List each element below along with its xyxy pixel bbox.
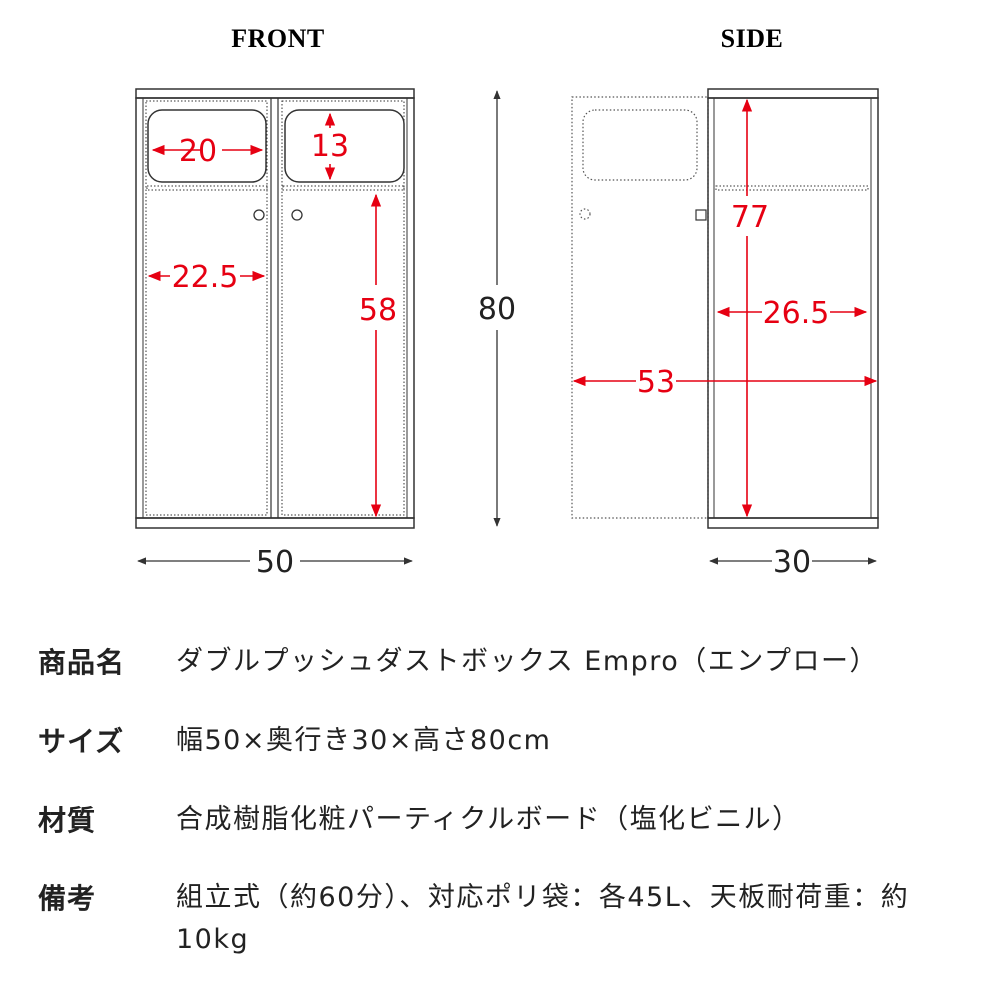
spec-value: 合成樹脂化粧パーティクルボード（塩化ビニル） xyxy=(176,804,801,835)
side-open-door-outline xyxy=(571,96,709,519)
dimension-diagram: FRONT SIDE 20 13 22.5 58 xyxy=(135,24,879,580)
left-push-button-icon xyxy=(253,209,265,221)
total-height-label: 80 xyxy=(478,292,516,327)
right-push-button-icon xyxy=(291,209,303,221)
total-depth-label: 30 xyxy=(773,545,811,580)
side-inner-depth-label: 26.5 xyxy=(763,296,830,331)
side-view-title: SIDE xyxy=(721,24,784,53)
front-door-height-label: 58 xyxy=(359,293,397,328)
side-inner-height-label: 77 xyxy=(731,200,769,235)
front-cabinet xyxy=(135,88,415,529)
spec-label: 商品名 xyxy=(38,646,126,679)
total-width-label: 50 xyxy=(256,545,294,580)
spec-label: 備考 xyxy=(38,882,97,915)
spec-label: サイズ xyxy=(38,725,125,758)
side-cabinet xyxy=(695,88,879,529)
front-door-width-label: 22.5 xyxy=(172,260,239,295)
front-window-height-label: 13 xyxy=(311,129,349,164)
front-view-title: FRONT xyxy=(231,24,325,53)
spec-value: 幅50×奥行き30×高さ80cm xyxy=(176,725,552,756)
side-open-depth-label: 53 xyxy=(637,365,675,400)
spec-value: 組立式（約60分）、対応ポリ袋：各45L、天板耐荷重：約10kg xyxy=(176,882,910,955)
spec-label: 材質 xyxy=(38,804,97,837)
front-window-width-label: 20 xyxy=(179,134,217,169)
spec-value: ダブルプッシュダストボックス Empro（エンプロー） xyxy=(176,646,878,677)
